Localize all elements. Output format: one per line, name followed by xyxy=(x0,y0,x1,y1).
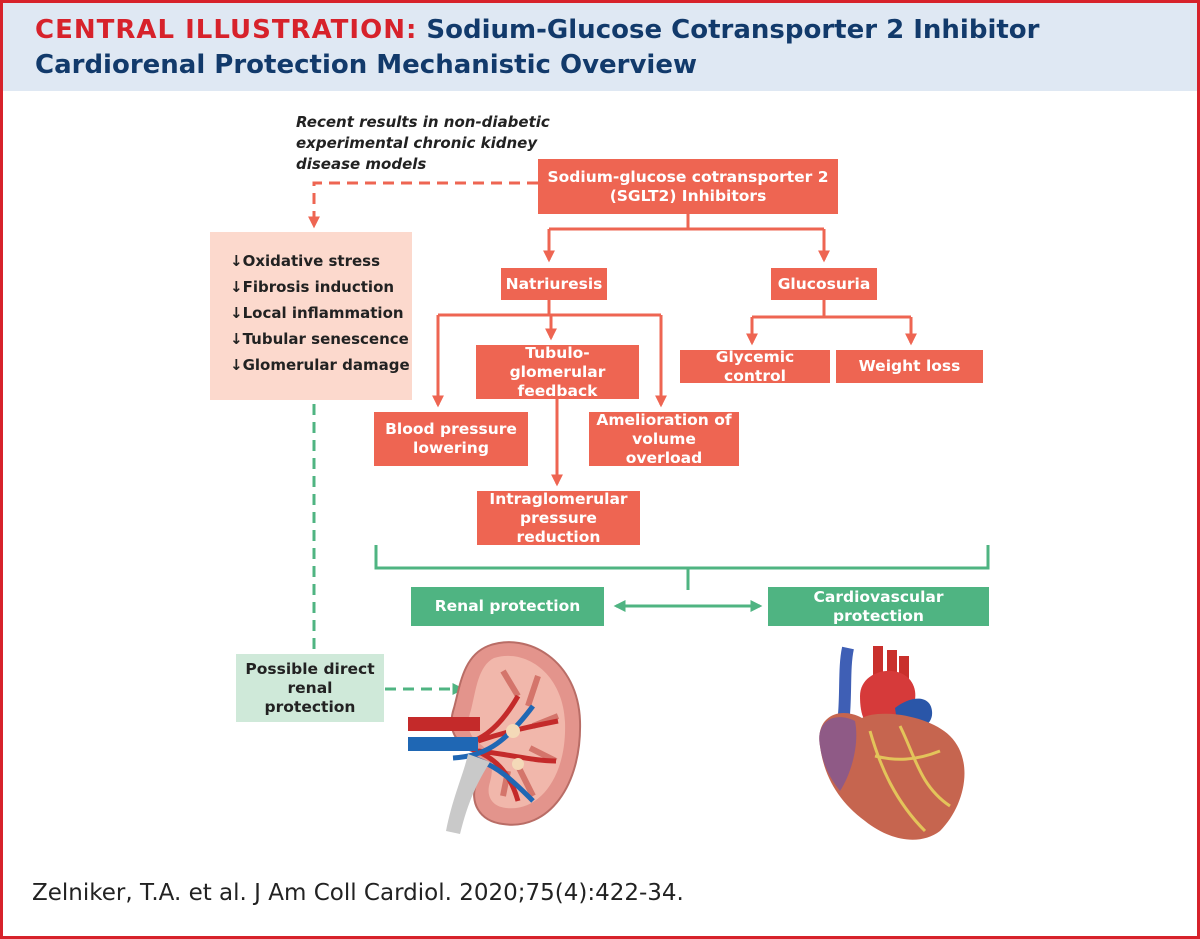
glucosuria-node: Glucosuria xyxy=(771,268,877,300)
heart-illustration xyxy=(819,646,965,840)
effect-item: ↓Oxidative stress xyxy=(230,252,381,270)
volume-overload-node: Amelioration of volume overload xyxy=(589,411,739,467)
title-line-1: Sodium-Glucose Cotransporter 2 Inhibitor xyxy=(426,15,1040,45)
non-diabetic-note: Recent results in non-diabetic experimen… xyxy=(296,113,550,173)
connector-natriuresis-branch xyxy=(438,298,661,317)
direct-renal-protection-node: Possible direct renal protection xyxy=(236,654,384,722)
glycemic-control-node: Glycemic control xyxy=(680,348,830,385)
natriuresis-node: Natriuresis xyxy=(501,268,607,300)
cv-protection-node: Cardiovascular protection xyxy=(768,587,989,626)
blood-pressure-node: Blood pressure lowering xyxy=(374,412,528,466)
citation: Zelniker, T.A. et al. J Am Coll Cardiol.… xyxy=(32,880,684,906)
dashed-connector-sglt2-to-effects xyxy=(308,181,538,229)
effect-item: ↓Local inflammation xyxy=(230,304,404,322)
intraglomerular-node: Intraglomerular pressure reduction xyxy=(477,490,640,546)
connector-sglt2-branch xyxy=(549,214,824,231)
effect-item: ↓Fibrosis induction xyxy=(230,278,395,296)
effect-item: ↓Tubular senescence xyxy=(230,330,409,348)
title-line-2: Cardiorenal Protection Mechanistic Overv… xyxy=(35,50,697,80)
tubulo-glomerular-node: Tubulo-glomerular feedback xyxy=(476,344,639,400)
kidney-illustration xyxy=(408,641,582,834)
header-band: CENTRAL ILLUSTRATION: Sodium-Glucose Cot… xyxy=(3,3,1197,91)
effect-item: ↓Glomerular damage xyxy=(230,356,410,374)
figure-title: CENTRAL ILLUSTRATION: Sodium-Glucose Cot… xyxy=(35,13,1175,83)
central-illustration-label: CENTRAL ILLUSTRATION: xyxy=(35,15,418,45)
sglt2-inhibitors-node: Sodium-glucose cotransporter 2 (SGLT2) I… xyxy=(538,159,838,214)
green-bracket xyxy=(374,545,990,590)
weight-loss-node: Weight loss xyxy=(836,350,983,383)
renal-protection-node: Renal protection xyxy=(411,587,604,626)
connector-glucosuria-branch xyxy=(752,300,911,319)
effects-box: ↓Oxidative stress ↓Fibrosis induction ↓L… xyxy=(210,232,412,400)
